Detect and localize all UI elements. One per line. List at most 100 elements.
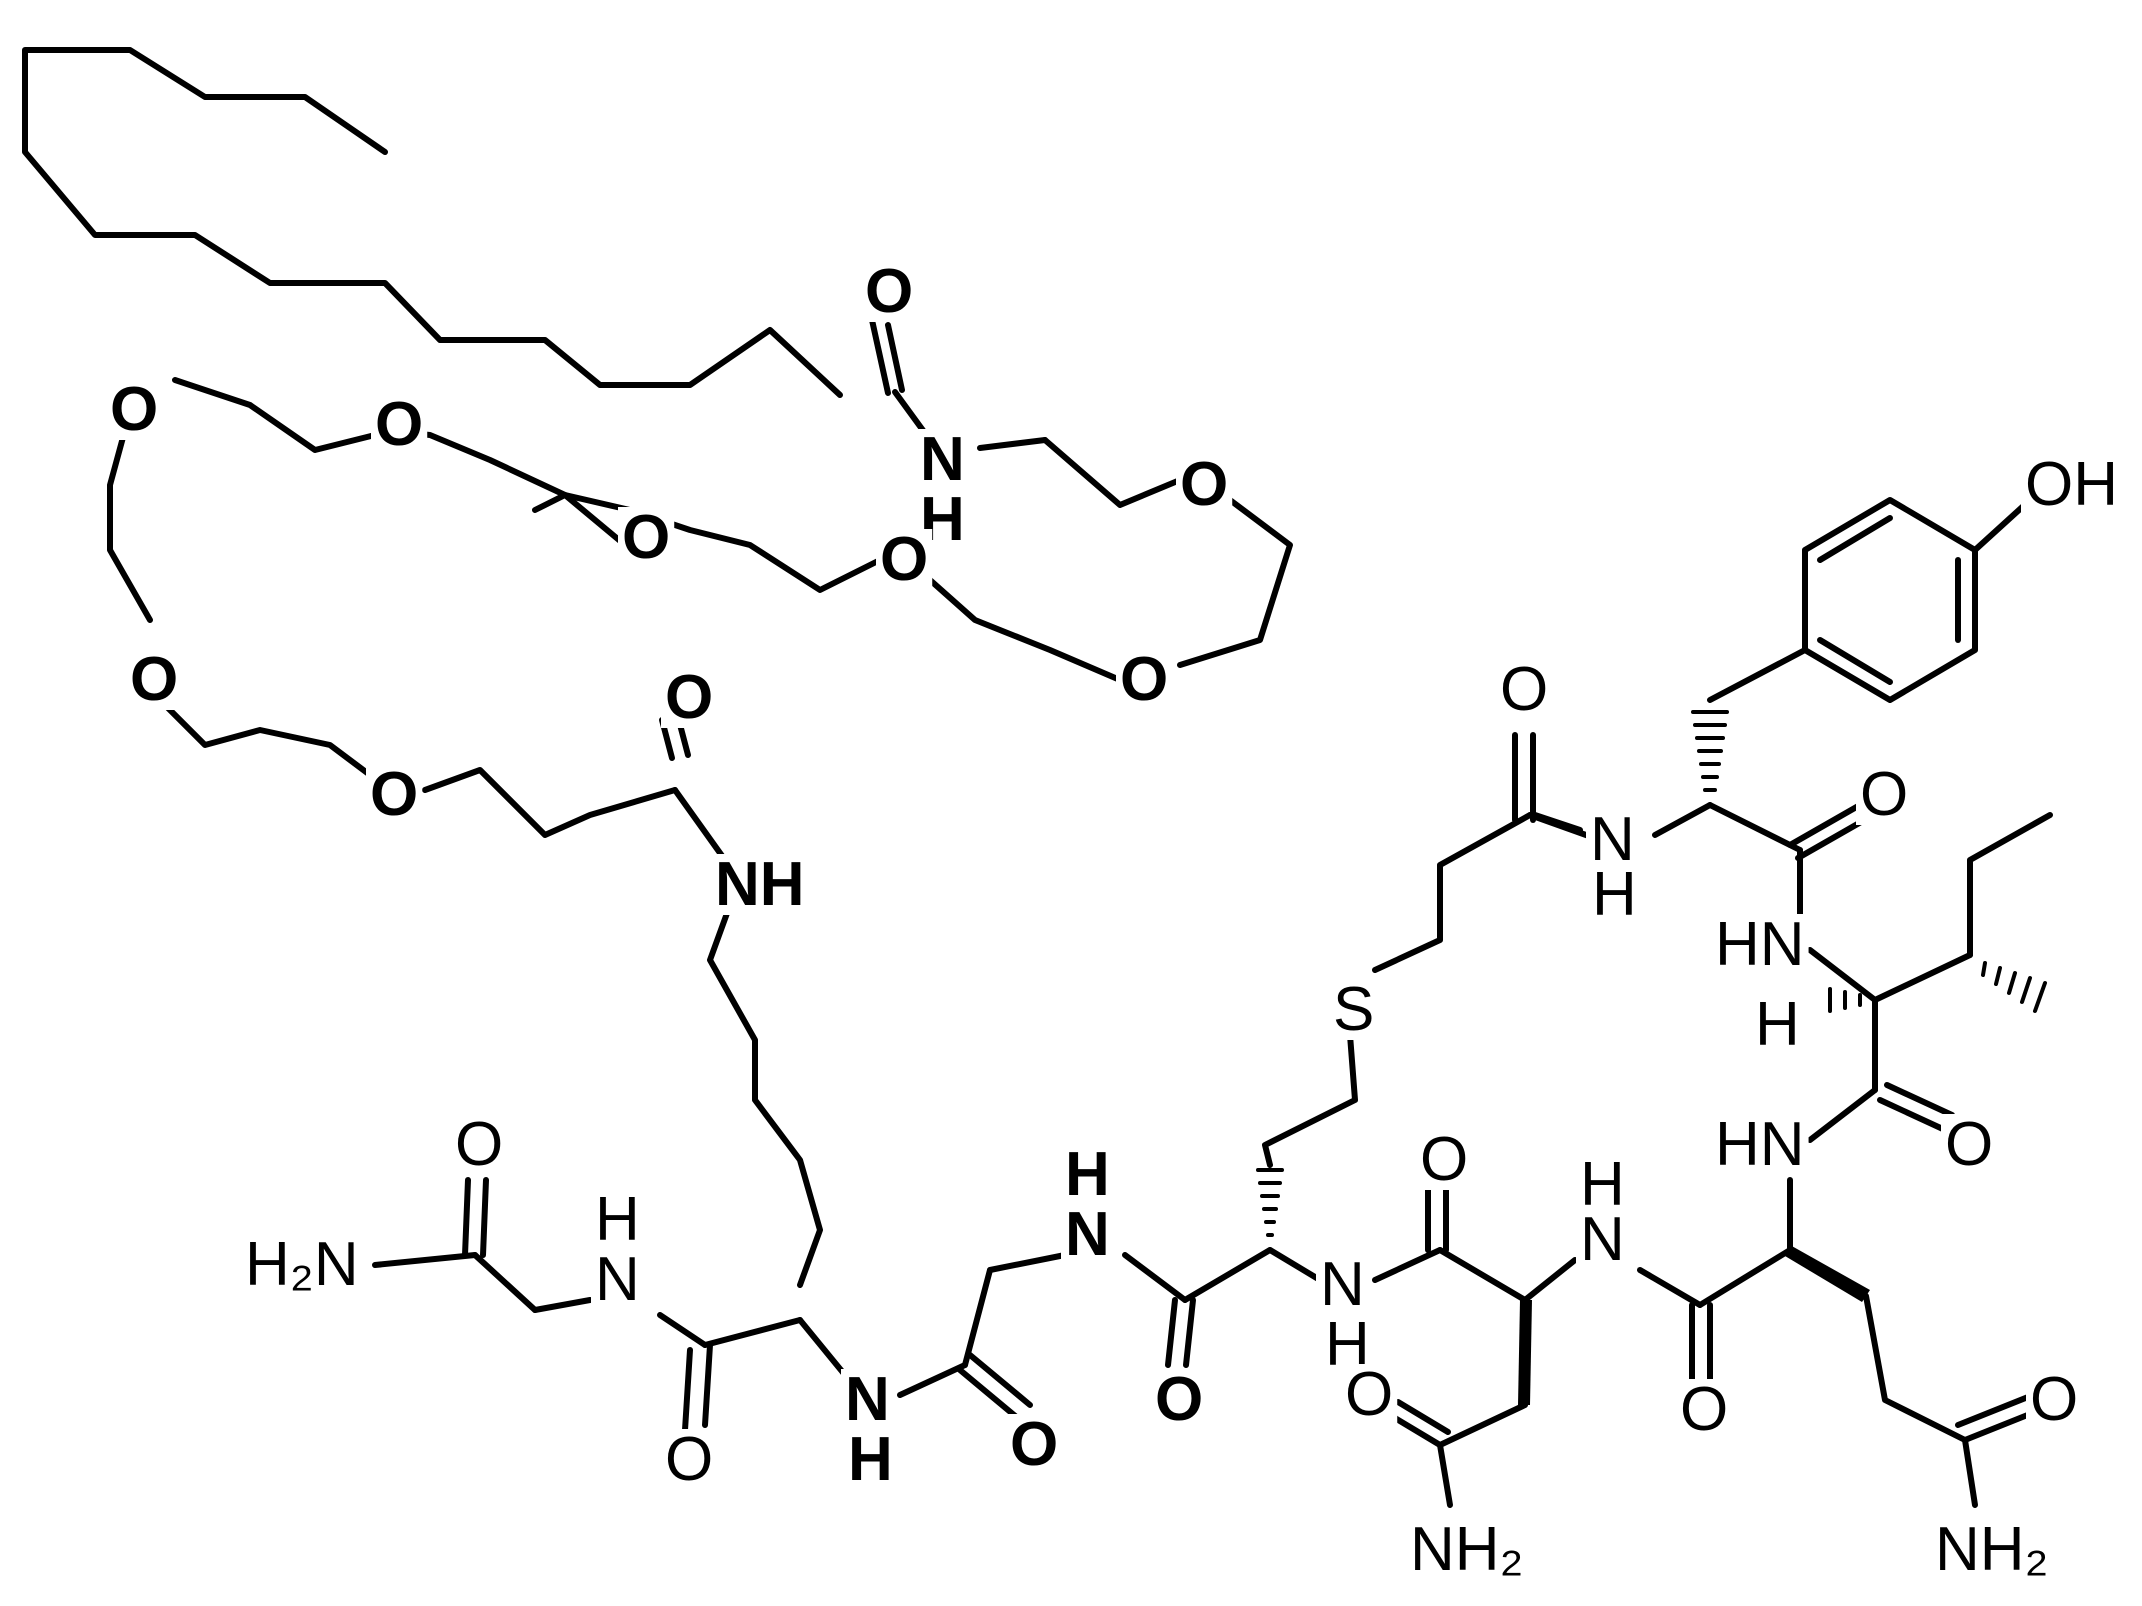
- tyr-ring-db-3: [1817, 637, 1893, 685]
- label-halo: [1176, 454, 1233, 515]
- bond-gln-co-ca: [1697, 1247, 1793, 1308]
- bond-lys-co-b: [702, 1342, 713, 1428]
- peg-left-down: [107, 427, 153, 623]
- label-halo: [1061, 1144, 1114, 1205]
- label-halo: [841, 1369, 894, 1430]
- bond-glymid-co-b: [967, 1352, 1033, 1408]
- bond-gly-n-ch2: [532, 1297, 593, 1313]
- gln-side-chain: [1863, 1293, 1968, 1443]
- bond-tyr-oh: [1972, 497, 2033, 553]
- atom-h-gly-mid: H: [1065, 1140, 1110, 1209]
- bond-cys-co-b: [1183, 1297, 1196, 1368]
- label-halo: [106, 379, 163, 440]
- label-halo: [1329, 979, 1379, 1040]
- hashed-wedge-tyr: [1691, 710, 1729, 792]
- thioether-chain: [1372, 812, 1533, 973]
- label-halo: [1931, 1519, 2053, 1580]
- bond-glymid-co-ch2: [962, 1267, 993, 1368]
- bond-ile-co-b: [1884, 1082, 1955, 1118]
- label-halo: [2026, 1369, 2083, 1430]
- bond-ile-co-a: [1877, 1097, 1948, 1133]
- atom-o-carbonyl-peg: O: [665, 663, 713, 732]
- peg-right-chain-2: [1177, 497, 1293, 668]
- label-halo: [844, 1429, 897, 1490]
- bond-tyr-co-a: [1787, 802, 1863, 848]
- hashed-wedge-ile-me: [1981, 961, 2047, 1013]
- bond-glymid-n-co: [1122, 1252, 1188, 1303]
- ile-side-chain: [1967, 812, 2053, 958]
- atom-n-lys: N: [845, 1365, 890, 1434]
- atom-n-gly-mid: N: [1065, 1200, 1110, 1269]
- atom-o-peg-5: O: [1180, 450, 1228, 519]
- wedge-asn: [1518, 1300, 1532, 1405]
- atom-h-ile: H: [1755, 990, 1800, 1059]
- bond-glymid-co-a: [957, 1367, 1023, 1423]
- atom-nh-lys-side: NH: [715, 850, 805, 919]
- bond-cys-ca-n: [1267, 1247, 1323, 1283]
- atom-n-tyr: N: [1590, 805, 1635, 874]
- atom-hn-ile: HN: [1715, 910, 1805, 979]
- atom-h2n-left: H₂N: [245, 1230, 359, 1299]
- atom-o-peg-6: O: [1120, 645, 1168, 714]
- bond-c-n-peg: [672, 787, 728, 863]
- atom-o-amide-top: O: [865, 257, 913, 326]
- bond-gly-co-a: [462, 1177, 471, 1258]
- label-halo: [876, 529, 933, 590]
- atom-n-cys: N: [1320, 1250, 1365, 1319]
- atom-n-amide-top: N: [920, 425, 965, 494]
- label-halo: [366, 764, 423, 825]
- bond-gly-ch2-co: [472, 1252, 538, 1313]
- atom-o-lys: O: [665, 1425, 713, 1494]
- label-halo: [2021, 454, 2122, 515]
- atom-o-ile: O: [1945, 1110, 1993, 1179]
- label-halo: [1856, 764, 1913, 825]
- label-halo: [1416, 1129, 1473, 1190]
- bond-gly-co-b: [480, 1177, 489, 1258]
- atom-s-link: S: [1333, 975, 1374, 1044]
- bond-tyr-co-ca: [1707, 802, 1803, 853]
- bond-lys-ca-n: [797, 1317, 848, 1378]
- atom-nh2-gln: NH₂: [1935, 1515, 2049, 1584]
- atom-o-tyr-left: O: [1500, 655, 1548, 724]
- label-halo: [1006, 1414, 1063, 1475]
- label-halo: [1576, 1209, 1629, 1270]
- atom-n-gly: N: [595, 1245, 640, 1314]
- peg-left-lower: [157, 697, 373, 778]
- bond-cys-n-co: [1372, 1247, 1443, 1283]
- label-halo: [618, 507, 675, 568]
- label-halo: [861, 261, 918, 322]
- atom-o-asn-top: O: [1420, 1125, 1468, 1194]
- bond-lines: [22, 47, 2053, 1508]
- bond-asn-cg-o-b: [1395, 1399, 1451, 1435]
- peg-left-upper-3: [172, 377, 378, 453]
- lys-side-chain: [707, 902, 823, 1288]
- bond-gln-side-co-b: [1955, 1392, 2036, 1428]
- peg-right-chain-3: [927, 577, 1123, 683]
- hashed-wedge-ile-h: [1828, 987, 1862, 1013]
- label-halo: [661, 1429, 718, 1490]
- label-halo: [126, 649, 183, 710]
- atom-o-gly-mid: O: [1010, 1410, 1058, 1479]
- atom-o-asn-side: O: [1345, 1360, 1393, 1429]
- bond-tyr-cb-ring: [1707, 647, 1808, 703]
- bond-lys-co-n: [657, 1312, 708, 1348]
- bond-link-n: [1532, 812, 1583, 833]
- label-halo: [1676, 1379, 1733, 1440]
- atom-h-asn-top: H: [1580, 1150, 1625, 1219]
- label-halo: [916, 429, 969, 490]
- fatty-chain-upper: [22, 47, 843, 398]
- bond-lys-co-a: [682, 1347, 693, 1433]
- peg-lower-acid: [422, 767, 678, 838]
- label-halo: [1151, 1369, 1208, 1430]
- atom-oh-tyr: OH: [2025, 450, 2118, 519]
- label-halo: [1116, 649, 1173, 710]
- atom-o-gln-side: O: [2030, 1365, 2078, 1434]
- bond-gln-side-n: [1962, 1437, 1978, 1508]
- bond-asn-cg-o-a: [1387, 1412, 1443, 1448]
- cys-side-chain: [1262, 1032, 1358, 1168]
- label-halo: [1586, 809, 1639, 870]
- label-halo: [451, 1114, 508, 1175]
- atom-o-tyr-right: O: [1860, 760, 1908, 829]
